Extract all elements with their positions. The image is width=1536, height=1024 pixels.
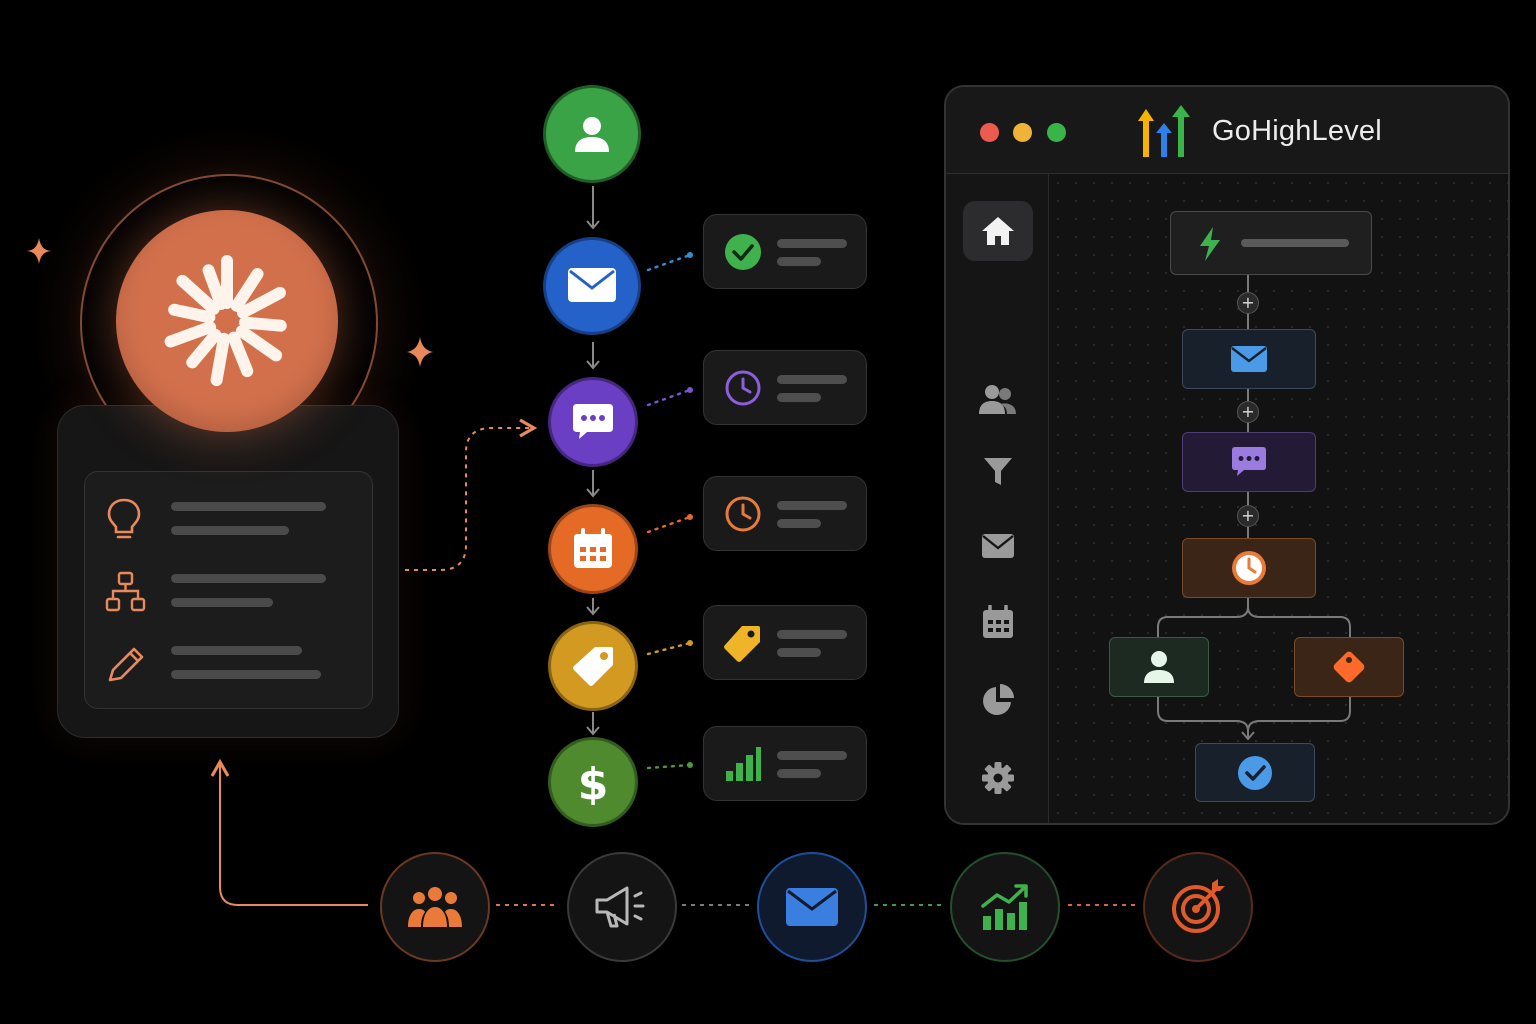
bottom-to-ai-connector [210, 758, 368, 906]
megaphone-icon [595, 886, 645, 928]
calendar-icon [574, 528, 612, 568]
mail-icon [982, 534, 1014, 558]
bolt-icon [1200, 227, 1220, 261]
sidebar-item-home[interactable] [963, 201, 1033, 261]
chain-node-payment[interactable]: $ [551, 740, 635, 824]
bottom-node-growth[interactable] [950, 852, 1060, 962]
minimize-button[interactable] [1013, 123, 1032, 142]
calendar-icon [983, 605, 1013, 638]
target-icon [1172, 879, 1225, 933]
workflow-end-step[interactable] [1195, 743, 1315, 802]
chain-node-sms[interactable] [551, 380, 635, 464]
sidebar-item-contacts[interactable] [963, 369, 1033, 429]
sidebar-item-funnels[interactable] [963, 441, 1033, 501]
window-titlebar: GoHighLevel [946, 87, 1508, 174]
home-icon [982, 217, 1014, 245]
text-placeholder [171, 502, 326, 511]
ai-logo [116, 210, 338, 432]
status-pill [703, 350, 867, 425]
funnel-icon [984, 458, 1012, 485]
lightbulb-icon [107, 498, 141, 539]
add-step-button[interactable]: + [1237, 401, 1259, 423]
gohighlevel-logo [1138, 105, 1190, 157]
bottom-node-campaign[interactable] [567, 852, 677, 962]
sitemap-icon [105, 571, 146, 612]
contacts-icon [979, 385, 1016, 414]
workflow-sms-step[interactable] [1182, 432, 1316, 492]
workflow-wait-step[interactable] [1182, 538, 1316, 598]
sidebar [946, 174, 1049, 823]
check-circle-icon [725, 234, 761, 270]
chain-node-tag[interactable] [551, 624, 635, 708]
sparkle-icon [26, 238, 52, 264]
status-pill [703, 214, 867, 289]
tag-icon [573, 647, 613, 686]
mail-icon [568, 268, 616, 302]
add-step-button[interactable]: + [1237, 505, 1259, 527]
bottom-node-target[interactable] [1143, 852, 1253, 962]
bottom-node-email[interactable] [757, 852, 867, 962]
close-button[interactable] [980, 123, 999, 142]
text-placeholder [171, 646, 302, 655]
maximize-button[interactable] [1047, 123, 1066, 142]
bar-chart-icon [726, 747, 761, 781]
tag-icon [724, 626, 760, 662]
mail-icon [1231, 346, 1267, 372]
status-pill [703, 726, 867, 801]
svg-text:$: $ [578, 759, 609, 805]
user-icon [1144, 651, 1174, 683]
sidebar-item-settings[interactable] [963, 748, 1033, 808]
text-placeholder [171, 598, 273, 607]
workflow-branch-tag[interactable] [1294, 637, 1404, 697]
clock-icon [725, 370, 761, 406]
user-icon [575, 117, 609, 152]
chat-icon [573, 404, 613, 439]
sidebar-item-reporting[interactable] [963, 670, 1033, 730]
tag-icon [1333, 651, 1365, 683]
text-placeholder [171, 526, 289, 535]
text-placeholder [171, 670, 321, 679]
chain-node-appointment[interactable] [551, 507, 635, 591]
gohighlevel-window: GoHighLevel [944, 85, 1510, 825]
clock-icon [1232, 551, 1266, 585]
sidebar-item-calendar[interactable] [963, 592, 1033, 652]
add-step-button[interactable]: + [1237, 292, 1259, 314]
workflow-email-step[interactable] [1182, 329, 1316, 389]
chain-node-email[interactable] [546, 240, 638, 332]
chain-arrows [586, 186, 600, 736]
gear-icon [982, 762, 1014, 794]
sparkle-icon [407, 337, 433, 367]
pencil-icon [108, 647, 144, 682]
clock-icon [725, 496, 761, 532]
bottom-node-audience[interactable] [380, 852, 490, 962]
group-icon [408, 887, 462, 927]
workflow-canvas [1049, 174, 1508, 823]
status-pill [703, 476, 867, 551]
sidebar-item-email[interactable] [963, 516, 1033, 576]
text-placeholder [171, 574, 326, 583]
growth-chart-icon [981, 884, 1028, 930]
pie-chart-icon [983, 684, 1014, 715]
chat-icon [1232, 447, 1266, 476]
dollar-icon: $ [578, 759, 609, 805]
check-circle-icon [1238, 755, 1272, 790]
chain-node-contact[interactable] [546, 88, 638, 180]
workflow-branch-contact[interactable] [1109, 637, 1209, 697]
ai-to-chain-connector [405, 418, 538, 571]
app-title: GoHighLevel [1212, 115, 1382, 147]
status-pill [703, 605, 867, 680]
starburst-logo [164, 255, 287, 387]
mail-icon [786, 888, 838, 926]
workflow-trigger[interactable] [1170, 211, 1372, 275]
